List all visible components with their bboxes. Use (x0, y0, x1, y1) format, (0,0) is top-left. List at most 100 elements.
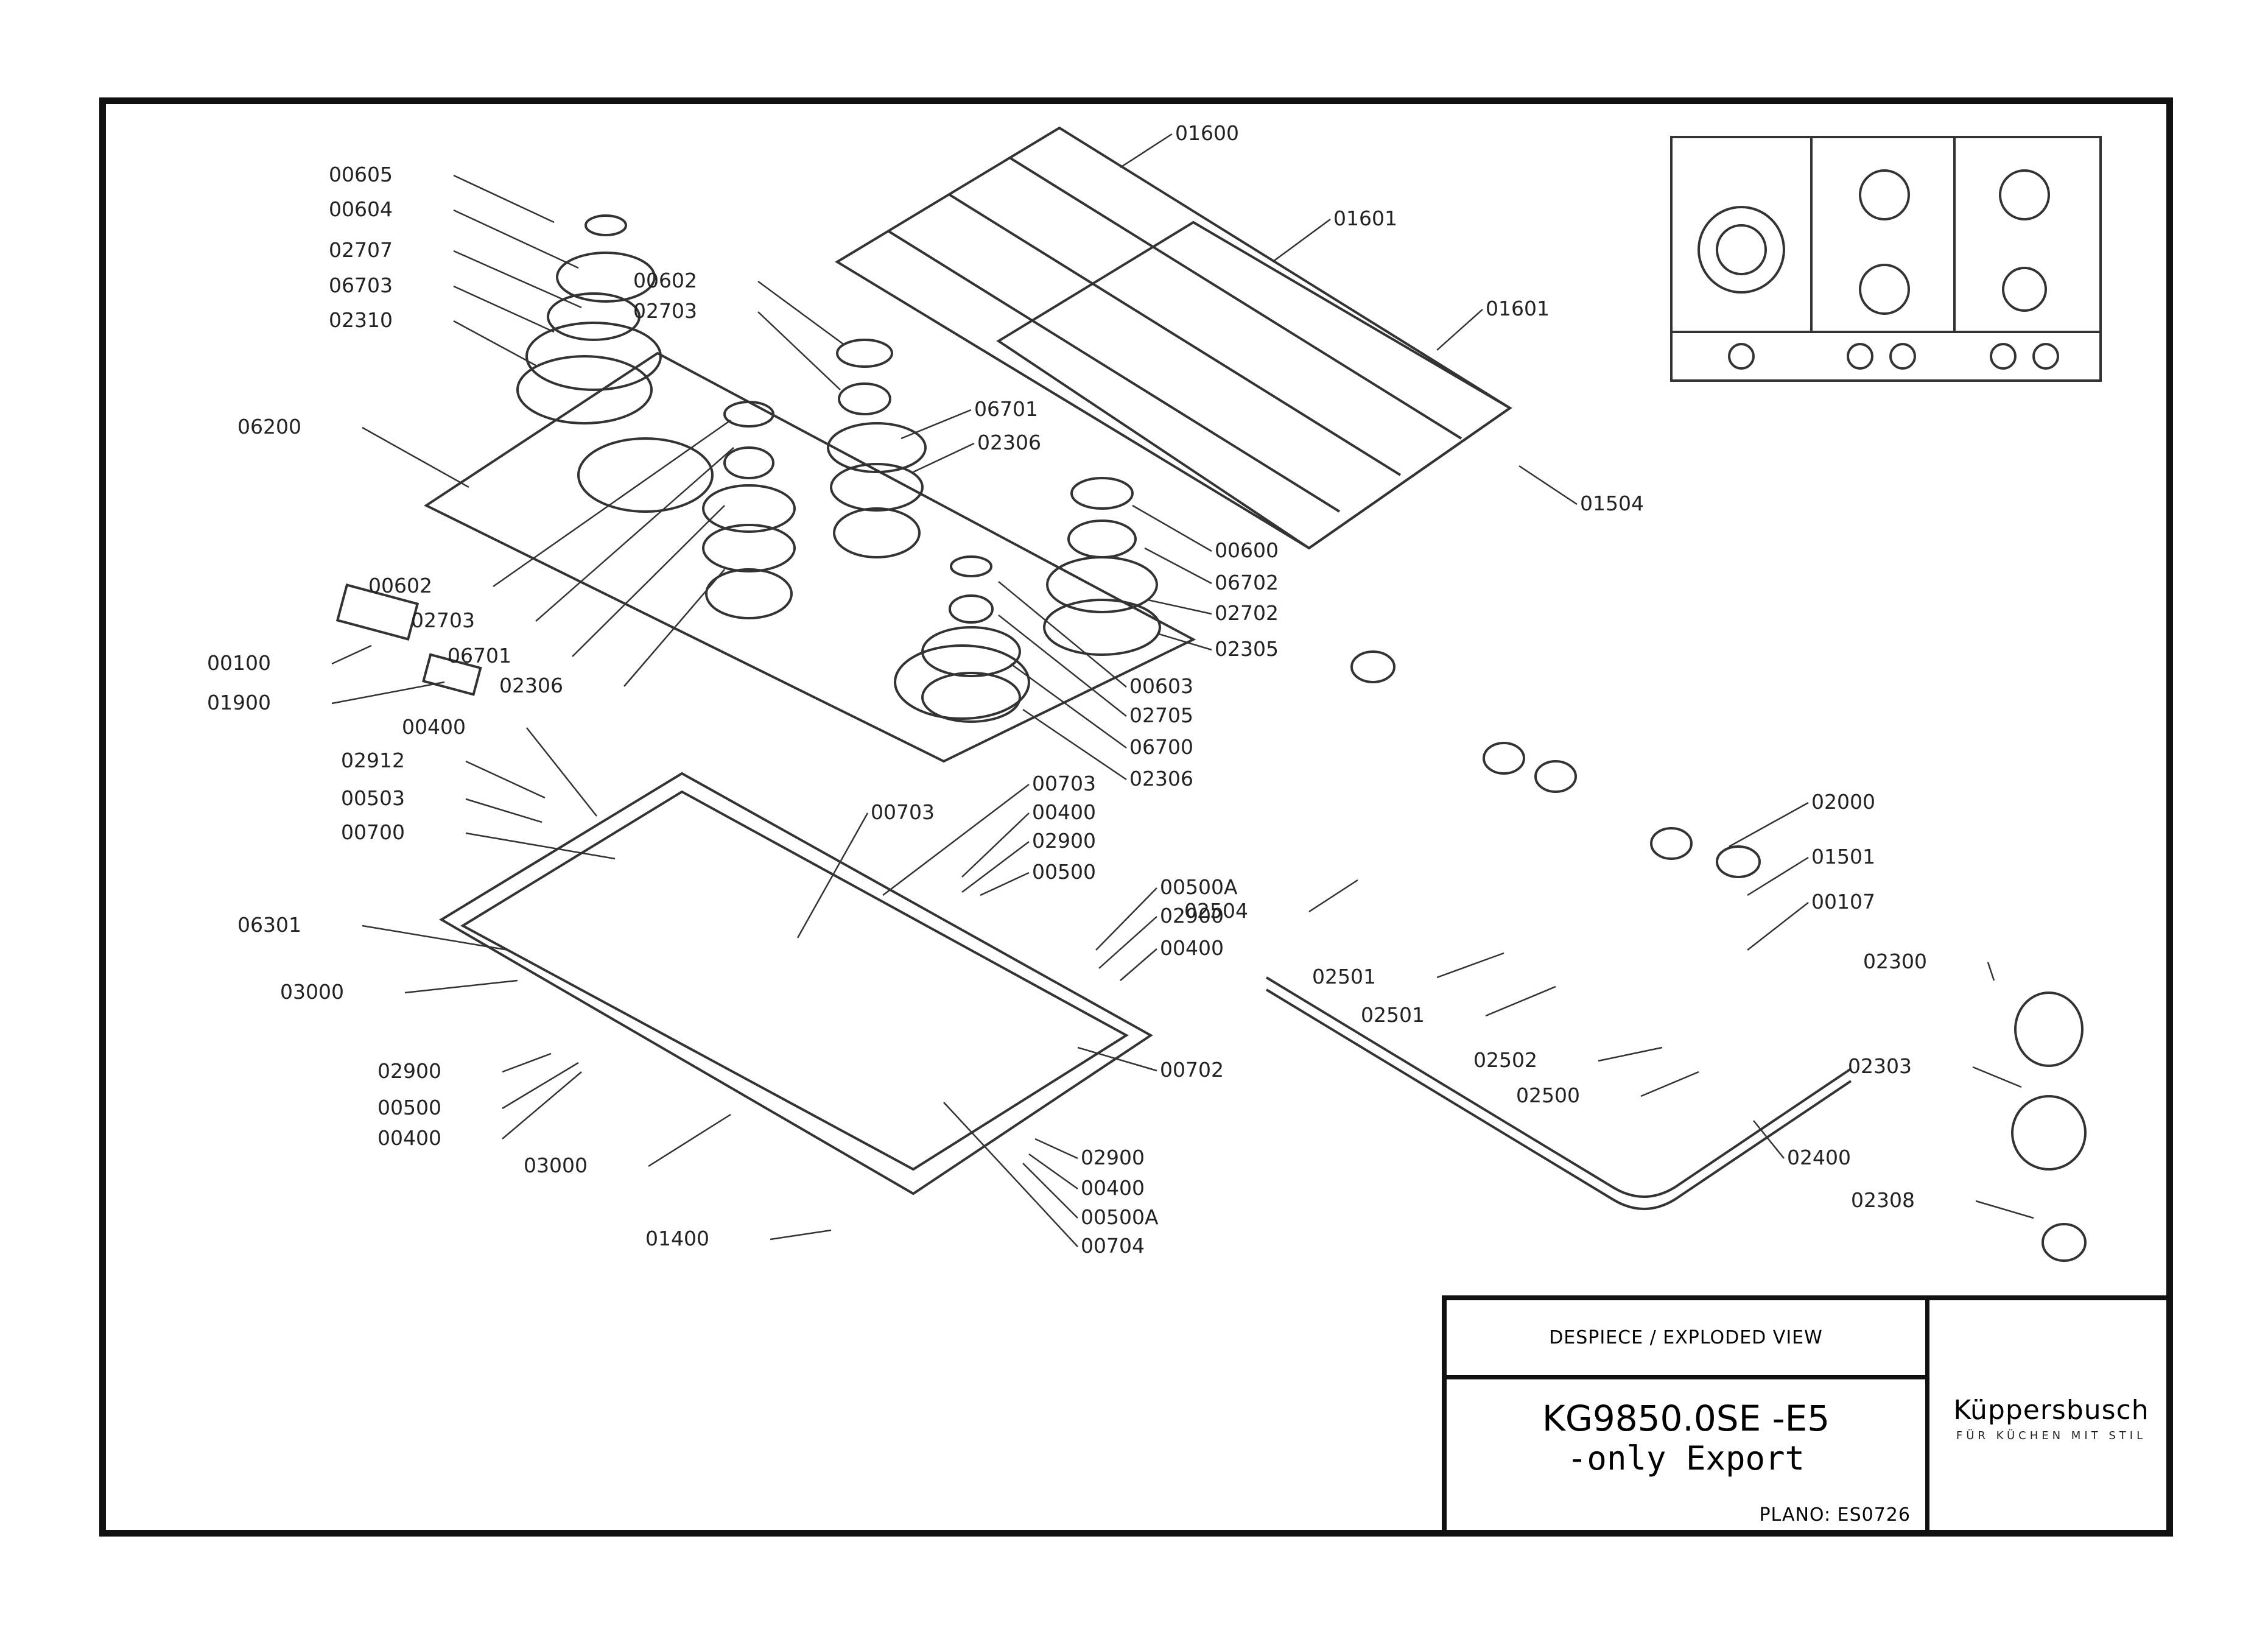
part-number-label: 00400 (1081, 1176, 1145, 1200)
control-knob (1650, 827, 1693, 860)
leader-line (1987, 962, 1995, 981)
leader-line (1975, 1200, 2034, 1219)
leader-line (1120, 948, 1157, 981)
part-number-label: 02900 (1160, 904, 1224, 928)
part-number-label: 02504 (1184, 899, 1248, 923)
leader-line (1972, 1066, 2022, 1088)
leader-line (943, 1102, 1078, 1247)
burner-crown (838, 382, 891, 415)
burner-crown (723, 446, 774, 479)
part-number-label: 03000 (280, 980, 344, 1004)
leader-line (331, 644, 372, 665)
part-number-label: 02900 (377, 1059, 441, 1083)
leader-line (1144, 547, 1212, 585)
leader-line (913, 442, 975, 473)
burner-hole (833, 507, 921, 558)
thumb-burner (1859, 264, 1910, 315)
flame-spreader (556, 252, 656, 303)
leader-line (1598, 1046, 1663, 1062)
burner-cap (836, 339, 893, 368)
burner-crown (547, 292, 641, 341)
burner-cap (585, 214, 627, 236)
part-number-label: 00703 (1032, 772, 1096, 795)
part-number-label: 02500 (1516, 1083, 1580, 1107)
drawing-frame (99, 97, 2173, 1537)
part-number-label: 01601 (1486, 297, 1550, 320)
part-number-label: 00704 (1081, 1234, 1145, 1258)
leader-line (998, 615, 1127, 717)
pan-support-grate (835, 126, 1512, 550)
burner-hole (577, 437, 714, 513)
gas-connector (2014, 991, 2084, 1067)
burner-hole (705, 568, 793, 619)
part-number-label: 00400 (402, 715, 466, 739)
part-number-label: 00500A (1081, 1205, 1159, 1229)
part-labels: 0060500604027070670302310062000060202703… (207, 121, 2034, 1258)
part-number-label: 00700 (341, 820, 405, 844)
leader-line (572, 505, 725, 657)
leader-line (453, 209, 579, 269)
leader-line (362, 924, 509, 951)
tray-rim (460, 790, 1129, 1171)
cover-plate (423, 351, 1196, 763)
leader-line (757, 280, 844, 345)
part-number-label: 02400 (1787, 1146, 1851, 1169)
leader-line (526, 727, 597, 817)
burner-ring (827, 422, 927, 473)
leader-line (1518, 465, 1578, 505)
part-number-label: 00602 (633, 269, 697, 292)
leader-line (1272, 218, 1331, 263)
part-number-label: 02300 (1863, 949, 1927, 973)
burner-ring (702, 524, 796, 572)
leader-line (961, 812, 1030, 878)
leader-line (1436, 952, 1504, 979)
part-number-label: 00400 (1032, 800, 1096, 824)
ignition-module (335, 583, 420, 641)
drawing-description: DESPIECE / EXPLODED VIEW (1447, 1300, 1929, 1379)
thumb-knob (1728, 343, 1755, 370)
leader-line (648, 1113, 731, 1167)
part-number-label: 02707 (329, 238, 393, 262)
part-number-label: 06200 (237, 415, 301, 438)
leader-line (453, 285, 555, 333)
part-number-label: 06701 (448, 644, 511, 667)
leader-line (1485, 985, 1556, 1017)
part-number-label: 00500A (1160, 875, 1238, 899)
part-number-label: 02306 (499, 674, 563, 697)
ignition-cover (422, 653, 482, 696)
part-number-label: 01900 (207, 691, 271, 714)
part-number-label: 03000 (524, 1153, 588, 1177)
part-number-label: 00100 (207, 651, 271, 675)
part-number-label: 02912 (341, 748, 405, 772)
part-number-label: 02501 (1361, 1003, 1425, 1027)
pan-support-grate (996, 220, 1512, 550)
leader-line (1747, 902, 1809, 951)
part-number-label: 02501 (1312, 965, 1376, 988)
leader-line (453, 250, 582, 309)
leader-line (1022, 1163, 1078, 1219)
thumb-knob (1847, 343, 1873, 370)
leader-line (1747, 856, 1809, 896)
burner-cap (1070, 477, 1134, 510)
burner-ring (1043, 599, 1161, 656)
leader-line (331, 681, 445, 705)
leader-line (1753, 1120, 1785, 1159)
control-knob (1534, 760, 1577, 793)
leader-line (502, 1062, 579, 1110)
part-number-label: 02305 (1215, 637, 1279, 661)
leader-line (770, 1229, 832, 1241)
brand-tagline: FÜR KÜCHEN MIT STIL (1956, 1429, 2147, 1442)
leader-line (796, 812, 869, 938)
part-number-label: 00605 (329, 163, 393, 186)
leader-line (465, 832, 616, 860)
leader-line (404, 979, 518, 994)
leader-line (1120, 133, 1173, 169)
thumb-knob (1889, 343, 1916, 370)
thumb-burner (1999, 169, 2050, 220)
part-number-label: 02310 (329, 308, 393, 332)
leader-line (1436, 309, 1483, 351)
leader-line (757, 311, 841, 390)
grate-bar (1009, 157, 1462, 440)
leader-line (465, 798, 542, 823)
